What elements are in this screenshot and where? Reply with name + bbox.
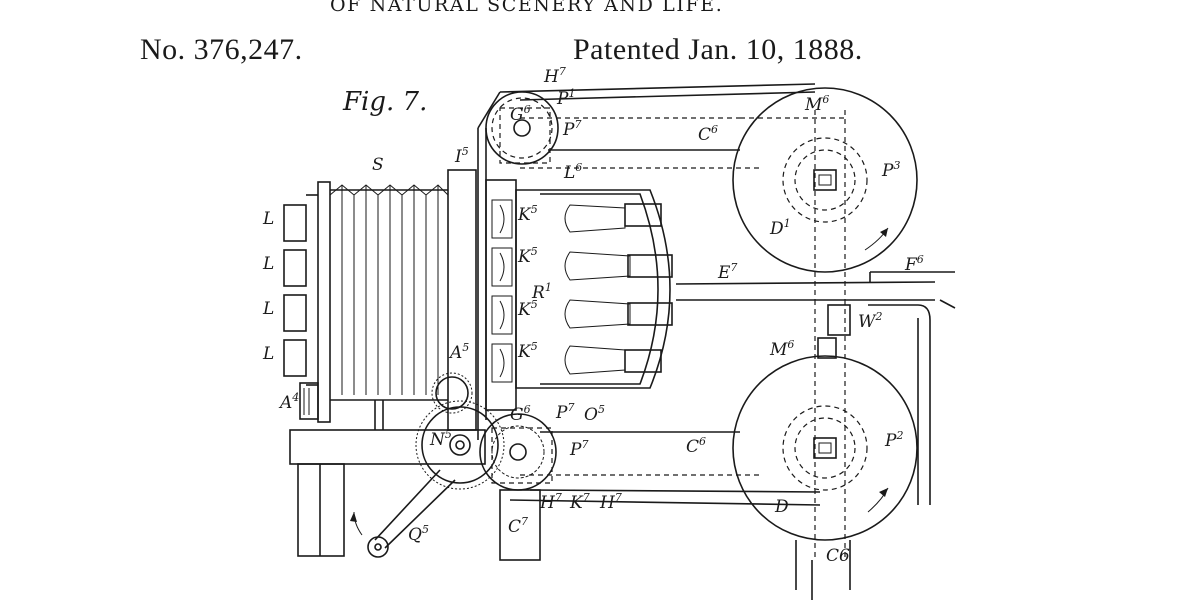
svg-text:P7: P7 <box>562 118 581 140</box>
svg-text:L: L <box>262 254 274 274</box>
svg-text:A4: A4 <box>278 391 299 413</box>
svg-text:D: D <box>774 497 789 517</box>
svg-text:P7: P7 <box>555 401 574 423</box>
svg-text:M6: M6 <box>769 338 794 360</box>
svg-text:C6: C6 <box>826 546 850 566</box>
svg-text:P7: P7 <box>569 438 588 460</box>
svg-text:I5: I5 <box>454 145 469 167</box>
svg-text:D1: D1 <box>769 217 791 239</box>
lens-column <box>485 179 517 411</box>
svg-text:C6: C6 <box>686 435 706 457</box>
clamp-a4 <box>299 382 319 420</box>
figure-label: Fig. 7. <box>342 87 427 117</box>
svg-text:G6: G6 <box>510 103 531 125</box>
svg-text:L6: L6 <box>563 161 582 183</box>
svg-text:H7: H7 <box>543 65 566 87</box>
svg-text:K7: K7 <box>569 491 590 513</box>
svg-text:K5: K5 <box>517 245 538 267</box>
svg-text:F6: F6 <box>904 253 924 275</box>
svg-text:O5: O5 <box>584 403 605 425</box>
shutter-drum-r1 <box>515 189 673 389</box>
gear-n5 <box>415 372 505 490</box>
svg-text:A5: A5 <box>448 341 469 363</box>
svg-text:C7: C7 <box>508 515 528 537</box>
svg-text:P3: P3 <box>881 159 900 181</box>
svg-text:G6: G6 <box>510 403 531 425</box>
lower-wheel <box>732 300 918 560</box>
lower-sprocket <box>479 413 557 491</box>
lower-belt <box>509 431 821 506</box>
lens-boxes <box>283 194 318 386</box>
svg-text:W2: W2 <box>858 310 882 332</box>
svg-text:M6: M6 <box>804 93 829 115</box>
svg-text:R1: R1 <box>531 281 552 303</box>
svg-text:P1: P1 <box>556 87 575 109</box>
svg-text:P2: P2 <box>884 429 903 451</box>
svg-text:K5: K5 <box>517 298 538 320</box>
svg-text:C6: C6 <box>698 123 718 145</box>
upper-wheel <box>732 87 918 300</box>
base-frame <box>289 400 541 561</box>
svg-text:H7: H7 <box>599 491 622 513</box>
svg-text:K5: K5 <box>517 340 538 362</box>
upper-sprocket <box>485 91 559 165</box>
posts <box>795 304 851 600</box>
svg-text:K5: K5 <box>517 203 538 225</box>
upper-belt <box>499 83 816 169</box>
patent-subtitle: OF NATURAL SCENERY AND LIFE. <box>330 0 724 16</box>
patent-number: No. 376,247. <box>140 33 303 66</box>
svg-text:N5: N5 <box>429 428 452 450</box>
reference-labels: S L L L L I5 L6 H7 P1 P7 G6 C6 M6 P3 D1 … <box>262 65 924 566</box>
lever-q5 <box>350 469 456 558</box>
svg-text:L: L <box>262 344 274 364</box>
svg-text:H7: H7 <box>539 491 562 513</box>
svg-text:S: S <box>372 155 384 175</box>
svg-text:L: L <box>262 299 274 319</box>
bellows <box>317 169 477 431</box>
svg-text:E7: E7 <box>717 261 737 283</box>
svg-text:L: L <box>262 209 274 229</box>
patent-date: Patented Jan. 10, 1888. <box>573 33 863 66</box>
shaft-e7 <box>675 271 956 505</box>
svg-text:Q5: Q5 <box>408 523 429 545</box>
